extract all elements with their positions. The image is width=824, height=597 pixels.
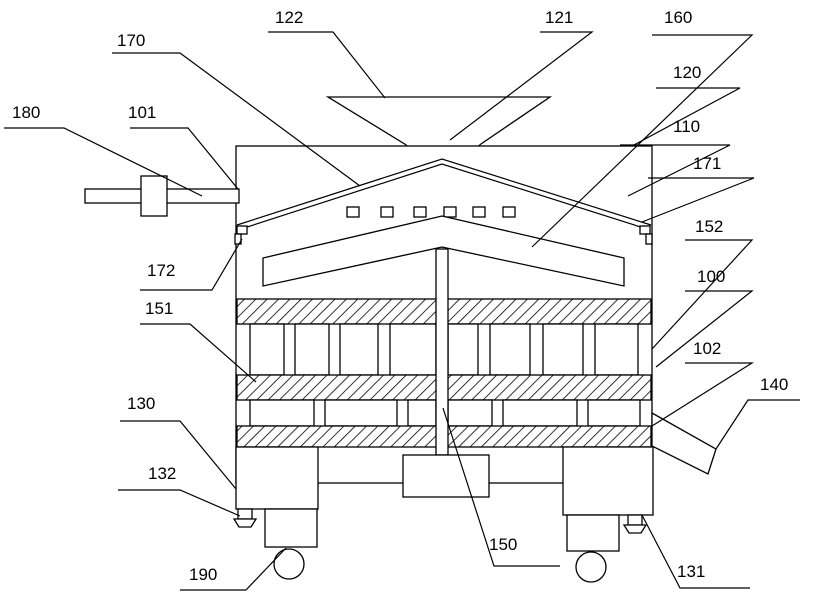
right-foot bbox=[624, 515, 646, 533]
left-foot bbox=[234, 509, 256, 527]
label-131: 131 bbox=[677, 562, 705, 581]
central-shaft bbox=[436, 249, 448, 455]
label-152: 152 bbox=[695, 217, 723, 236]
label-151: 151 bbox=[145, 299, 173, 318]
left-wheel bbox=[265, 509, 317, 579]
hopper bbox=[328, 97, 550, 146]
label-122: 122 bbox=[275, 8, 303, 27]
motor-block bbox=[403, 455, 489, 497]
right-wheel bbox=[567, 515, 619, 582]
label-180: 180 bbox=[12, 103, 40, 122]
discharge-chute bbox=[652, 413, 716, 474]
label-190: 190 bbox=[189, 565, 217, 584]
label-110: 110 bbox=[673, 117, 700, 136]
label-140: 140 bbox=[760, 375, 788, 394]
label-102: 102 bbox=[693, 339, 721, 358]
right-leg bbox=[563, 447, 653, 515]
label-130: 130 bbox=[127, 394, 155, 413]
side-rod bbox=[85, 176, 239, 216]
label-170: 170 bbox=[117, 31, 145, 50]
label-121: 121 bbox=[545, 8, 573, 27]
left-leg bbox=[236, 447, 318, 509]
label-172: 172 bbox=[147, 261, 175, 280]
label-150: 150 bbox=[489, 535, 517, 554]
label-160: 160 bbox=[664, 8, 692, 27]
label-100: 100 bbox=[697, 267, 725, 286]
label-120: 120 bbox=[673, 63, 701, 82]
label-171: 171 bbox=[693, 154, 721, 173]
label-132: 132 bbox=[148, 464, 176, 483]
label-101: 101 bbox=[128, 103, 156, 122]
